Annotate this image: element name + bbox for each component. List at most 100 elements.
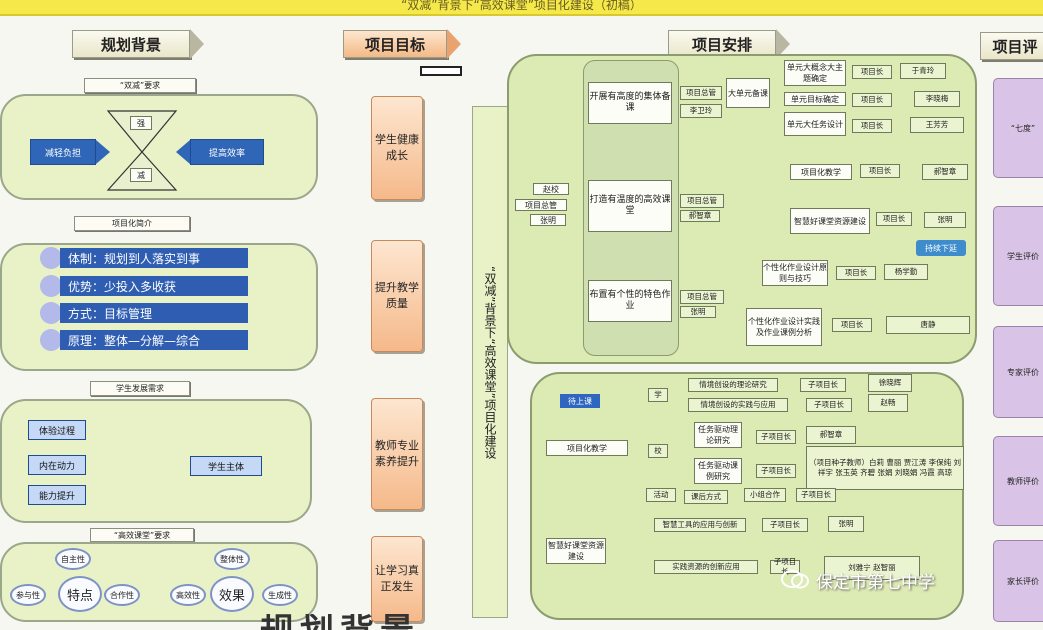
s2-name-2: 张明: [924, 212, 966, 228]
feature-small-1: 自主性: [55, 548, 91, 570]
left-label-zhao: 赵校: [533, 183, 569, 195]
watermark: 保定市第七中学: [816, 573, 935, 593]
lower-resource-label: 智慧好课堂资源建设: [546, 538, 606, 564]
s2-manager-name: 郝智章: [680, 210, 720, 222]
header-goals-arrow: [447, 29, 461, 59]
project-intro-caption: 项目化简介: [74, 216, 190, 231]
eval-expert: 专家评价: [993, 326, 1043, 418]
effect-center: 效果: [210, 576, 254, 612]
s3-homework-practice: 个性化作业设计实践及作业课例分析: [746, 308, 822, 346]
goal-teaching-quality: 提升教学质量: [371, 240, 423, 352]
s2-resource: 智慧好课堂资源建设: [790, 208, 870, 234]
feature-center: 特点: [58, 576, 102, 612]
pill-dot-3: [40, 302, 62, 324]
dev-item-motivation: 内在动力: [28, 455, 86, 475]
s1-name-3: 王芳芳: [910, 117, 964, 133]
s3-manager-name: 张明: [680, 306, 716, 318]
goal-real-learning: 让学习真正发生: [371, 536, 423, 622]
row3-lead: 子项目长: [756, 430, 796, 444]
row1-topic: 情境创设的理论研究: [688, 378, 778, 392]
dev-need-caption: 学生发展需求: [90, 381, 190, 396]
lower-tag: 待上课: [560, 394, 600, 408]
pill-advantage: 优势：少投入多收获: [60, 276, 248, 296]
improve-efficiency-box: 提高效率: [190, 139, 264, 165]
s2-manager: 项目总管: [680, 194, 724, 208]
s1-manager-name: 李卫玲: [680, 104, 722, 118]
eval-seven-degrees: “七度”: [993, 78, 1043, 178]
pill-principle: 原理：整体—分解—综合: [60, 330, 248, 350]
col1-group-prep: 开展有高度的集体备课: [588, 82, 672, 124]
lower-side-activity: 活动: [646, 488, 676, 502]
row2-topic: 情境创设的实践与应用: [688, 398, 788, 412]
hourglass-bottom-label: 减: [130, 168, 152, 182]
vertical-project-title: “双减”背景下“高效课堂”项目化建设: [472, 106, 508, 618]
s1-manager: 项目总管: [680, 86, 722, 100]
goal-teacher-literacy: 教师专业素养提升: [371, 398, 423, 510]
s2-callout: 持续下延: [916, 240, 966, 256]
feature-small-2: 参与性: [10, 584, 46, 606]
header-background-label: 规划背景: [100, 35, 161, 54]
s1-lead-2: 项目长: [852, 93, 892, 107]
pill-dot-4: [40, 329, 62, 351]
col1-efficient-class: 打造有温度的高效课堂: [588, 180, 672, 232]
improve-efficiency-arrow: [176, 140, 190, 164]
lower-side-school: 校: [648, 444, 668, 458]
row4-topic: 任务驱动课例研究: [694, 458, 742, 484]
dev-center-student: 学生主体: [190, 456, 262, 476]
row1-name: 徐晓辉: [868, 374, 912, 392]
effect-small-1: 整体性: [214, 548, 250, 570]
efficient-caption: “高效课堂”要求: [90, 528, 194, 542]
hourglass-top-label: 强: [130, 116, 152, 130]
header-eval-label: 项目评: [992, 37, 1038, 56]
pill-system: 体制：规划到人落实到事: [60, 248, 248, 268]
row7-topic: 实践资源的创新应用: [654, 560, 758, 574]
left-label-zhang: 张明: [530, 214, 566, 226]
row6-topic: 智慧工具的应用与创新: [654, 518, 746, 532]
s1-big-unit: 大单元备课: [726, 78, 770, 108]
header-goals: 项目目标: [343, 30, 447, 58]
eval-teacher: 教师评价: [993, 436, 1043, 526]
row3-name: 郝智章: [806, 426, 856, 444]
shuangjian-caption: “双减”要求: [84, 78, 196, 93]
header-arrange-label: 项目安排: [691, 35, 752, 54]
row4-names: （项目种子教师）白莉 曹丽 贾江涛 李保纯 刘祥宇 张玉英 齐碧 张娟 刘晓娟 …: [806, 446, 964, 490]
effect-small-3: 生成性: [262, 584, 298, 606]
row7-name: 刘雅宁 赵智丽: [824, 556, 920, 580]
s1-lead-3: 项目长: [852, 119, 892, 133]
pill-dot-2: [40, 275, 62, 297]
efficient-panel: [0, 542, 318, 622]
header-goals-label: 项目目标: [364, 35, 425, 54]
s1-concept: 单元大概念大主题确定: [784, 60, 846, 86]
eval-parent: 家长评价: [993, 540, 1043, 622]
s3-lead-2: 项目长: [832, 318, 872, 332]
header-background: 规划背景: [72, 30, 190, 58]
s2-name-1: 郝智章: [922, 164, 968, 180]
row6-name: 张明: [828, 516, 864, 532]
header-arrange-arrow: [776, 29, 790, 59]
effect-small-2: 高效性: [170, 584, 206, 606]
s2-project-teaching: 项目化教学: [790, 164, 852, 180]
s2-lead-1: 项目长: [860, 164, 900, 178]
row5-a: 课后方式: [684, 490, 728, 504]
s2-lead-2: 项目长: [876, 212, 912, 226]
top-banner: “双减”背景下“高效课堂”项目化建设（初稿）: [0, 0, 1043, 16]
s3-name-2: 唐静: [886, 316, 970, 334]
left-label-manager: 项目总管: [515, 199, 567, 211]
bottom-cut-title: 规划背景: [260, 614, 420, 630]
header-arrange: 项目安排: [668, 30, 776, 58]
wechat-icon: [780, 568, 810, 590]
s1-goal: 单元目标确定: [784, 92, 846, 106]
header-eval: 项目评: [980, 32, 1043, 60]
row2-name: 赵畅: [868, 394, 908, 412]
row5-b: 小组合作: [744, 488, 786, 502]
goal-student-health: 学生健康成长: [371, 96, 423, 200]
row2-lead: 子项目长: [806, 398, 852, 412]
dev-item-experience: 体验过程: [28, 420, 86, 440]
pill-dot-1: [40, 247, 62, 269]
row5-lead: 子项目长: [796, 488, 836, 502]
s3-name-1: 杨学勤: [884, 264, 928, 280]
lower-main-label: 项目化教学: [546, 440, 628, 456]
row3-topic: 任务驱动理论研究: [694, 422, 742, 448]
row1-lead: 子项目长: [800, 378, 846, 392]
s3-lead-1: 项目长: [836, 266, 876, 280]
